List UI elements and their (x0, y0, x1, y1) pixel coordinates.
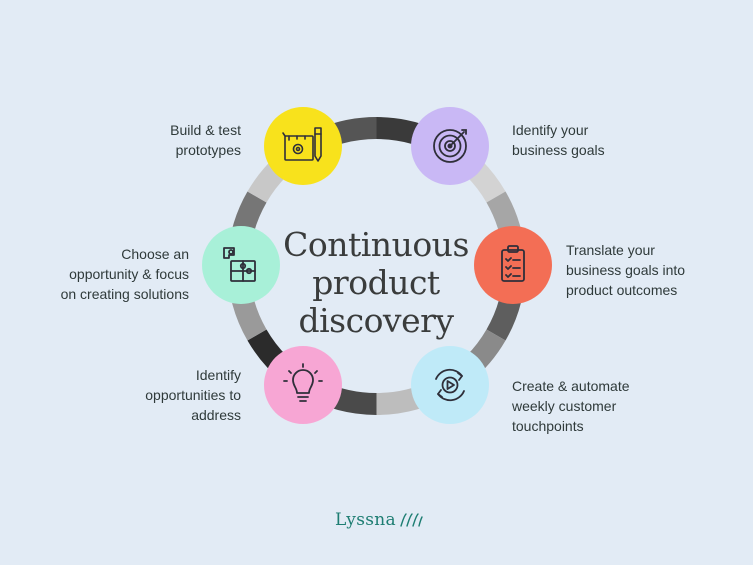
step-node-3 (411, 346, 489, 424)
step-label-5: Choose an opportunity & focus on creatin… (60, 246, 189, 302)
step-label-2: Translate your business goals into produ… (566, 242, 686, 298)
step-label-6: Build & test prototypes (170, 122, 241, 158)
clipboard-checklist-icon (501, 245, 525, 282)
diagram-title: Continuous product discovery (283, 225, 469, 340)
step-circle-6 (264, 107, 342, 185)
step-nodes (202, 107, 552, 424)
step-circle-4 (264, 346, 342, 424)
puzzle-icon (223, 247, 256, 282)
step-node-1 (411, 107, 489, 185)
target-icon (433, 129, 467, 163)
logo-text: Lyssna (335, 510, 396, 530)
blueprint-icon (282, 127, 322, 162)
step-circle-3 (411, 346, 489, 424)
lyssna-logo: Lyssna (335, 507, 445, 533)
step-label-4: Identify opportunities to address (145, 367, 241, 423)
step-label-3: Create & automate weekly customer touchp… (512, 378, 630, 434)
lightbulb-icon (283, 363, 323, 402)
logo-wave-icon (400, 513, 423, 527)
step-node-2 (474, 226, 552, 304)
step-node-6 (264, 107, 342, 185)
cycle-play-icon (435, 368, 465, 402)
step-label-1: Identify your business goals (512, 122, 605, 158)
step-circle-2 (474, 226, 552, 304)
step-node-5 (202, 226, 280, 304)
step-node-4 (264, 346, 342, 424)
